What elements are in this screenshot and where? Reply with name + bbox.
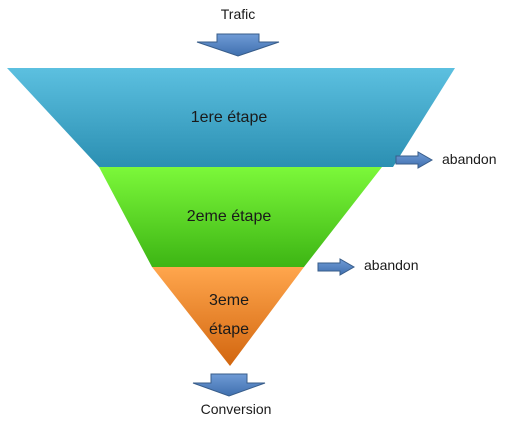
conversion-arrow-icon (192, 373, 266, 397)
traffic-label: Trafic (221, 6, 255, 22)
stage-1-label: 1ere étape (191, 109, 268, 126)
conversion-label: Conversion (201, 401, 272, 417)
abandon-label-1: abandon (442, 151, 497, 167)
stage-3-label-line-1: 3eme (209, 292, 249, 309)
abandon-arrow-1-icon (395, 151, 434, 169)
stage-3-label-line-2: étape (209, 321, 249, 338)
abandon-arrow-2-icon (317, 258, 356, 276)
traffic-arrow-icon (196, 33, 280, 57)
abandon-label-2: abandon (364, 257, 419, 273)
funnel-stage-3 (152, 267, 304, 366)
stage-2-label: 2eme étape (187, 208, 272, 225)
funnel-stage-1 (7, 68, 455, 167)
funnel-stage-2 (99, 167, 382, 267)
